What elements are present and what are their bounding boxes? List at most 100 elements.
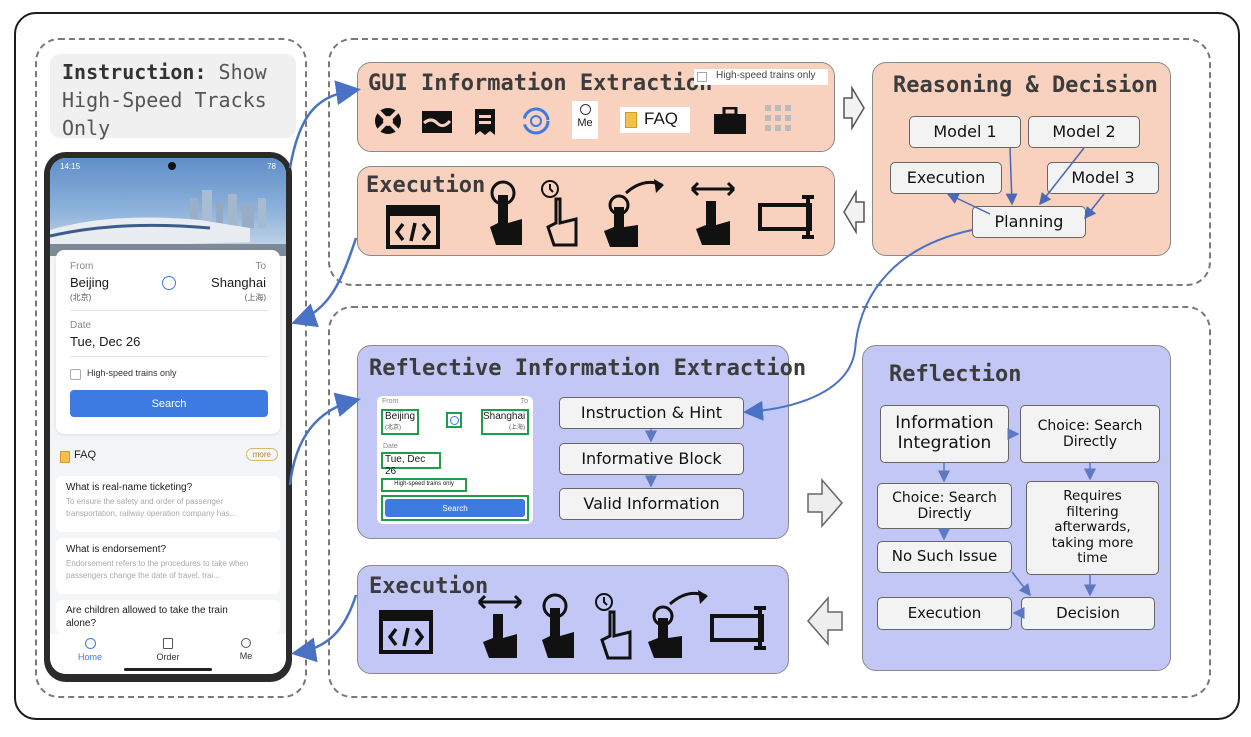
tab-order-label: Order (156, 652, 180, 662)
execution-node: Execution (877, 597, 1012, 630)
faq-answer: Endorsement refers to the procedures to … (66, 559, 249, 580)
status-time: 14:15 (60, 162, 81, 171)
bottom-tab-bar: Home Order Me (50, 634, 286, 674)
instruction-label: Instruction: (62, 60, 207, 84)
execution-top-title: Execution (366, 173, 486, 198)
me-tab-crop: Me (572, 101, 598, 139)
swipe-gesture-icon (604, 179, 664, 247)
requires-filtering-box: Requires filtering afterwards, taking mo… (1026, 481, 1159, 575)
flow-arrow (288, 80, 361, 169)
flow-arrow (291, 237, 358, 328)
valid-information-box: Valid Information (559, 488, 744, 520)
camera-punch-hole (168, 162, 176, 170)
swipe-gesture-icon (648, 590, 708, 658)
faq-question: What is endorsement? (66, 544, 167, 555)
bottom-stage-panel (328, 306, 1211, 698)
person-icon (579, 104, 591, 115)
highlight-box: Beijing (北京) (381, 409, 419, 435)
faq-icon (60, 451, 70, 463)
swap-icon[interactable] (162, 276, 176, 290)
ticket-icon (422, 111, 452, 133)
execution-node: Execution (890, 162, 1002, 194)
high-speed-checkbox-crop: High-speed trains only (694, 69, 828, 85)
faq-icon (625, 112, 637, 128)
drag-gesture-icon (690, 181, 736, 245)
lifebuoy-icon (375, 108, 401, 134)
connector-arrow (1005, 147, 1018, 206)
outer-frame (14, 12, 1240, 720)
instruction-text: Show High-Speed Tracks Only (62, 60, 267, 140)
phone-panel (35, 38, 307, 698)
to-city[interactable]: Shanghai (211, 275, 266, 290)
no-such-issue-box: No Such Issue (877, 541, 1012, 573)
to-city-cn: (上海) (244, 293, 266, 302)
briefcase-icon (714, 107, 746, 134)
reasoning-title: Reasoning & Decision (893, 73, 1158, 98)
swap-icon (449, 416, 459, 425)
input-field-icon (758, 195, 814, 239)
mini-shanghai: Shanghai (483, 411, 526, 422)
connector-arrow (1084, 193, 1105, 220)
faq-card[interactable]: What is real-name ticketing? To ensure t… (56, 476, 280, 532)
tab-me[interactable]: Me (224, 638, 268, 661)
from-label: From (70, 261, 94, 272)
gui-checkbox-label: High-speed trains only (716, 70, 816, 81)
receipt-icon (475, 109, 495, 135)
date-label: Date (70, 320, 92, 331)
code-window-icon (379, 610, 433, 654)
flow-arrow (743, 229, 973, 421)
flow-arrow (291, 594, 358, 663)
reflection-title: Reflection (889, 362, 1022, 387)
mini-date-label: Date (383, 443, 398, 450)
mini-search-button: Search (385, 499, 525, 517)
mini-booking-card: From To Beijing (北京) Shanghai (上海) Date … (377, 396, 533, 524)
mini-beijing: Beijing (385, 411, 416, 422)
information-integration-box: Information Integration (880, 405, 1009, 463)
swap-icon (522, 107, 550, 135)
model-1-box: Model 1 (909, 116, 1021, 148)
code-window-icon (386, 205, 440, 249)
faq-card[interactable]: Are children allowed to take the train a… (56, 600, 280, 634)
mini-to-label: To (520, 398, 528, 405)
tab-order[interactable]: Order (146, 638, 190, 662)
faq-header: FAQ more (56, 442, 280, 472)
divider (70, 356, 268, 357)
order-icon (163, 638, 173, 649)
faq-title: FAQ (74, 449, 97, 461)
long-press-gesture-icon (541, 180, 578, 247)
tab-home-label: Home (77, 652, 102, 662)
drag-gesture-icon (477, 594, 523, 658)
home-icon (84, 638, 96, 649)
gui-extraction-box: GUI Information Extraction High-speed tr… (357, 62, 835, 152)
reflective-title: Reflective Information Extraction (369, 356, 807, 381)
search-button[interactable]: Search (70, 390, 268, 417)
block-arrow-left (843, 189, 865, 235)
planning-box: Planning (972, 206, 1086, 238)
date-value[interactable]: Tue, Dec 26 (70, 334, 141, 349)
faq-label: FAQ (644, 109, 679, 128)
divider (70, 310, 268, 311)
instruction-box: Instruction: Show High-Speed Tracks Only (50, 54, 296, 140)
faq-card[interactable]: What is endorsement? Endorsement refers … (56, 538, 280, 594)
flow-arrow (288, 392, 361, 486)
home-indicator (124, 668, 212, 671)
more-link[interactable]: more (245, 448, 278, 461)
connector-arrow (1011, 571, 1031, 597)
from-city-cn: (北京) (70, 293, 92, 302)
mini-shanghai-cn: (上海) (509, 425, 525, 431)
gui-extraction-title: GUI Information Extraction (368, 71, 713, 96)
high-speed-checkbox[interactable] (70, 369, 81, 380)
phone: 14:15 78 From To Beijing (北京) Shanghai (… (44, 152, 292, 682)
informative-block-box: Informative Block (559, 443, 744, 475)
from-city[interactable]: Beijing (70, 275, 110, 290)
tap-gesture-icon (490, 180, 522, 245)
connector-arrow (1039, 147, 1085, 206)
model-3-box: Model 3 (1047, 162, 1159, 194)
execution-top-box: Execution (357, 166, 835, 256)
input-field-icon (710, 606, 766, 650)
tab-home[interactable]: Home (68, 638, 112, 662)
mini-date: Tue, Dec 26 (381, 452, 441, 477)
phone-screen: 14:15 78 From To Beijing (北京) Shanghai (… (50, 158, 286, 674)
instruction-hint-box: Instruction & Hint (559, 397, 744, 429)
